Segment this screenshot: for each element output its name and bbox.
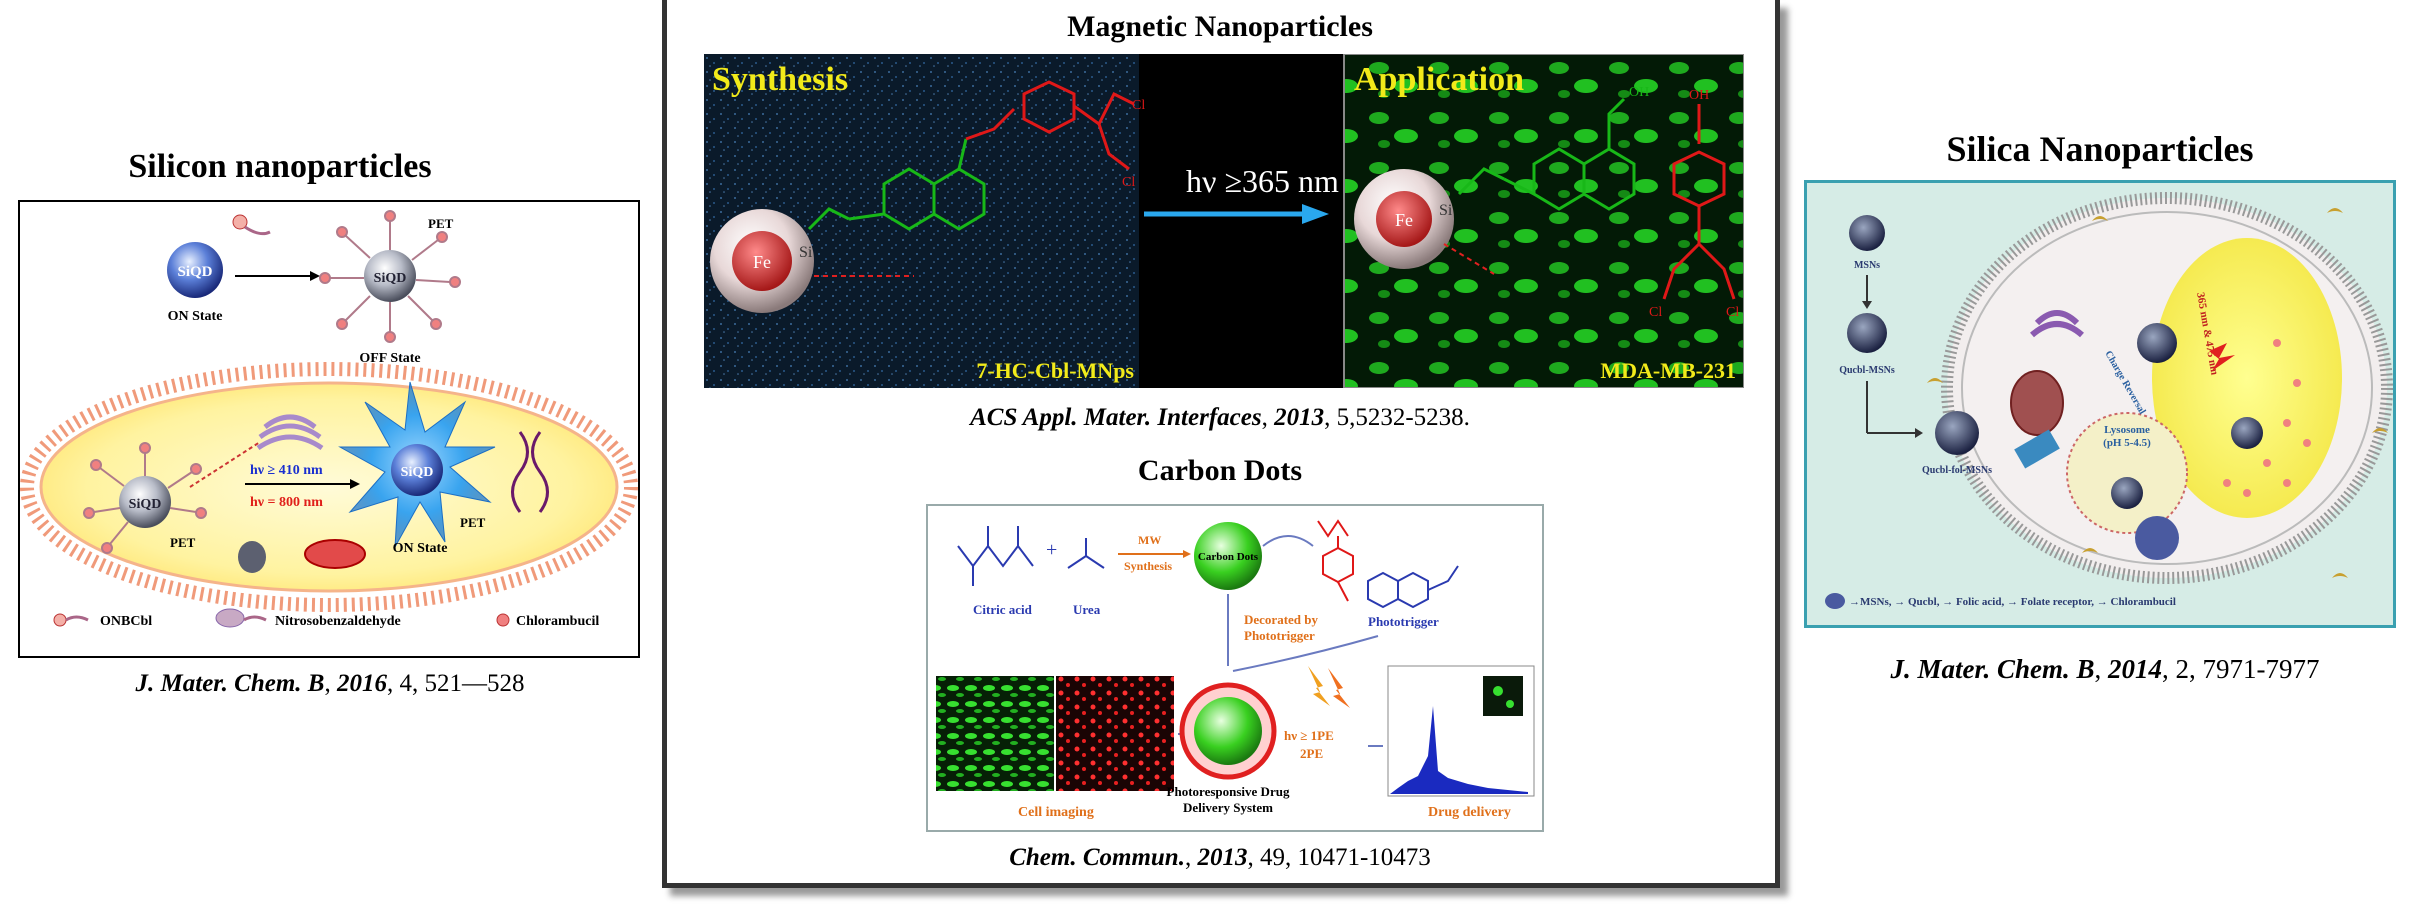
carbon-dots-label: Carbon Dots xyxy=(1198,551,1259,563)
lysosome-label: Lysosome xyxy=(2104,424,2150,436)
carbon-title: Carbon Dots xyxy=(1137,454,1303,487)
mitochondrion-silica xyxy=(2010,370,2064,436)
cell-membrane xyxy=(20,362,638,612)
magnetic-diagram: Synthesis Application Fe Si Cl Cl 7-HC-C… xyxy=(704,53,1745,389)
magnetic-figure: Synthesis Application Fe Si Cl Cl 7-HC-C… xyxy=(704,53,1745,389)
si-label-left: Si xyxy=(799,244,813,261)
hv-365-label: hν ≥365 nm xyxy=(1186,163,1339,199)
dna-icon xyxy=(511,431,549,513)
fe-label-right: Fe xyxy=(1395,210,1413,230)
phototrigger-label: Phototrigger xyxy=(1368,614,1439,629)
siqd-sphere-top xyxy=(167,242,223,298)
molecule-left xyxy=(807,138,986,231)
svg-text:+: + xyxy=(1046,539,1057,561)
off-state-label: OFF State xyxy=(359,351,420,366)
urea-label: Urea xyxy=(1073,602,1101,617)
legend-chlorambucil: Chlorambucil xyxy=(516,614,599,629)
siqd-sphere-off xyxy=(364,250,416,302)
cl-label-right-1: Cl xyxy=(1649,305,1662,320)
cl-label-left-1: Cl xyxy=(1132,98,1145,113)
pdds-label-1: Photoresponsive Drug xyxy=(1167,784,1290,799)
pet-label-on: PET xyxy=(460,515,486,530)
lightning-silica-icon xyxy=(2209,343,2235,371)
citric-acid-structure xyxy=(957,526,1034,586)
decorated-label: Decorated by xyxy=(1244,612,1319,627)
silicon-reference: J. Mater. Chem. B, 2016, 4, 521—528 xyxy=(135,670,525,697)
carbon-reference: Chem. Commun., 2013, 49, 10471-10473 xyxy=(1009,844,1431,871)
silica-legend: →MSNs, → Qucbl, → Folic acid, → Folate r… xyxy=(1849,596,2176,608)
siqd-label-on: SiQD xyxy=(401,465,434,480)
pdds-label-2: Delivery System xyxy=(1183,800,1273,815)
golgi-silica xyxy=(2030,310,2084,338)
silica-figure: Lysosome (pH 5-4.5) Charge Reversal 365 … xyxy=(1804,180,2396,628)
hv-800-label: hν = 800 nm xyxy=(250,495,323,510)
qucbl-msns-label: Qucbl-MSNs xyxy=(1839,365,1895,376)
synthesis-label: Synthesis xyxy=(712,61,848,98)
application-label: Application xyxy=(1354,61,1524,98)
silicon-diagram: SiQD ON State SiQD PET OFF State SiQD xyxy=(20,210,638,629)
silicon-figure: SiQD ON State SiQD PET OFF State SiQD xyxy=(18,200,640,658)
siqd-label-off: SiQD xyxy=(374,271,407,286)
cl-label-left-2: Cl xyxy=(1122,175,1135,190)
mitochondria-icon xyxy=(304,539,366,569)
pet-label-top: PET xyxy=(428,216,454,231)
decorated-phototrigger-label: Phototrigger xyxy=(1244,628,1315,643)
on-state-label-top: ON State xyxy=(168,309,223,324)
ph-label: (pH 5-4.5) xyxy=(2103,437,2151,449)
qucbl-msns-particle xyxy=(1847,313,1887,353)
msns-label: MSNs xyxy=(1854,260,1880,271)
organelle-small xyxy=(238,541,266,573)
pet-label-left: PET xyxy=(170,535,196,550)
fe-label-left: Fe xyxy=(753,252,771,272)
legend-nitrosobenzaldehyde: Nitrosobenzaldehyde xyxy=(275,614,401,629)
transporter-icon xyxy=(2014,429,2060,469)
silica-reference: J. Mater. Chem. B, 2014, 2, 7971-7977 xyxy=(1890,654,2320,684)
glowing-siqd: SiQD xyxy=(338,381,496,548)
right-caption: MDA-MB-231 xyxy=(1600,358,1736,383)
mw-label: MW xyxy=(1138,533,1161,547)
cl-label-right-2: Cl xyxy=(1726,305,1739,320)
qucbl-fol-msns-label: Qucbl-fol-MSNs xyxy=(1922,465,1992,476)
phototrigger-structure xyxy=(1317,519,1354,602)
carbon-2pe-label: 2PE xyxy=(1300,746,1323,761)
silica-title: Silica Nanoparticles xyxy=(1946,129,2254,169)
magnetic-reference: ACS Appl. Mater. Interfaces, 2013, 5,523… xyxy=(970,404,1470,431)
magnetic-title: Magnetic Nanoparticles xyxy=(1067,10,1373,43)
cell-imaging-red xyxy=(1056,676,1174,791)
silicon-title: Silicon nanoparticles xyxy=(128,148,432,185)
carbon-hv-label: hν ≥ 1PE xyxy=(1284,728,1334,743)
siqd-sphere-left xyxy=(119,476,171,528)
golgi-organelle xyxy=(256,414,324,451)
carbon-figure: Citric acid + Urea MW Synthesis Carbon D… xyxy=(926,504,1544,832)
particle-cluster xyxy=(2135,516,2179,560)
oh-label-2: OH xyxy=(1689,88,1709,103)
legend-onbcbl: ONBCbl xyxy=(100,614,152,629)
qucbl-fol-msns-particle xyxy=(1935,411,1979,455)
arrow-icon xyxy=(1302,204,1329,224)
carbon-diagram: Citric acid + Urea MW Synthesis Carbon D… xyxy=(936,519,1535,820)
lysosome xyxy=(2066,412,2188,534)
left-caption: 7-HC-Cbl-MNps xyxy=(976,358,1134,383)
drug-delivery-label: Drug delivery xyxy=(1428,805,1511,820)
siqd-label: SiQD xyxy=(177,264,212,280)
oh-label: OH xyxy=(1629,85,1649,100)
si-label-right: Si xyxy=(1439,202,1453,219)
on-state-label-cell: ON State xyxy=(393,541,448,556)
folate-receptors xyxy=(1927,208,2388,578)
molecule-right xyxy=(1457,97,1636,211)
silica-diagram: Lysosome (pH 5-4.5) Charge Reversal 365 … xyxy=(1825,192,2393,609)
mw-synthesis-label: Synthesis xyxy=(1124,559,1172,573)
siqd-label-left: SiQD xyxy=(129,497,162,512)
nucleus-region xyxy=(2152,238,2342,518)
urea-structure xyxy=(1067,538,1105,569)
carbon-dot-sphere xyxy=(1194,522,1262,590)
cell-imaging-green xyxy=(936,676,1054,791)
citric-acid-label: Citric acid xyxy=(973,602,1033,617)
cell-imaging-label: Cell imaging xyxy=(1018,805,1094,820)
lightning-icon xyxy=(1308,666,1330,706)
hv-410-label: hν ≥ 410 nm xyxy=(250,463,323,478)
msns-particle xyxy=(1849,215,1885,251)
